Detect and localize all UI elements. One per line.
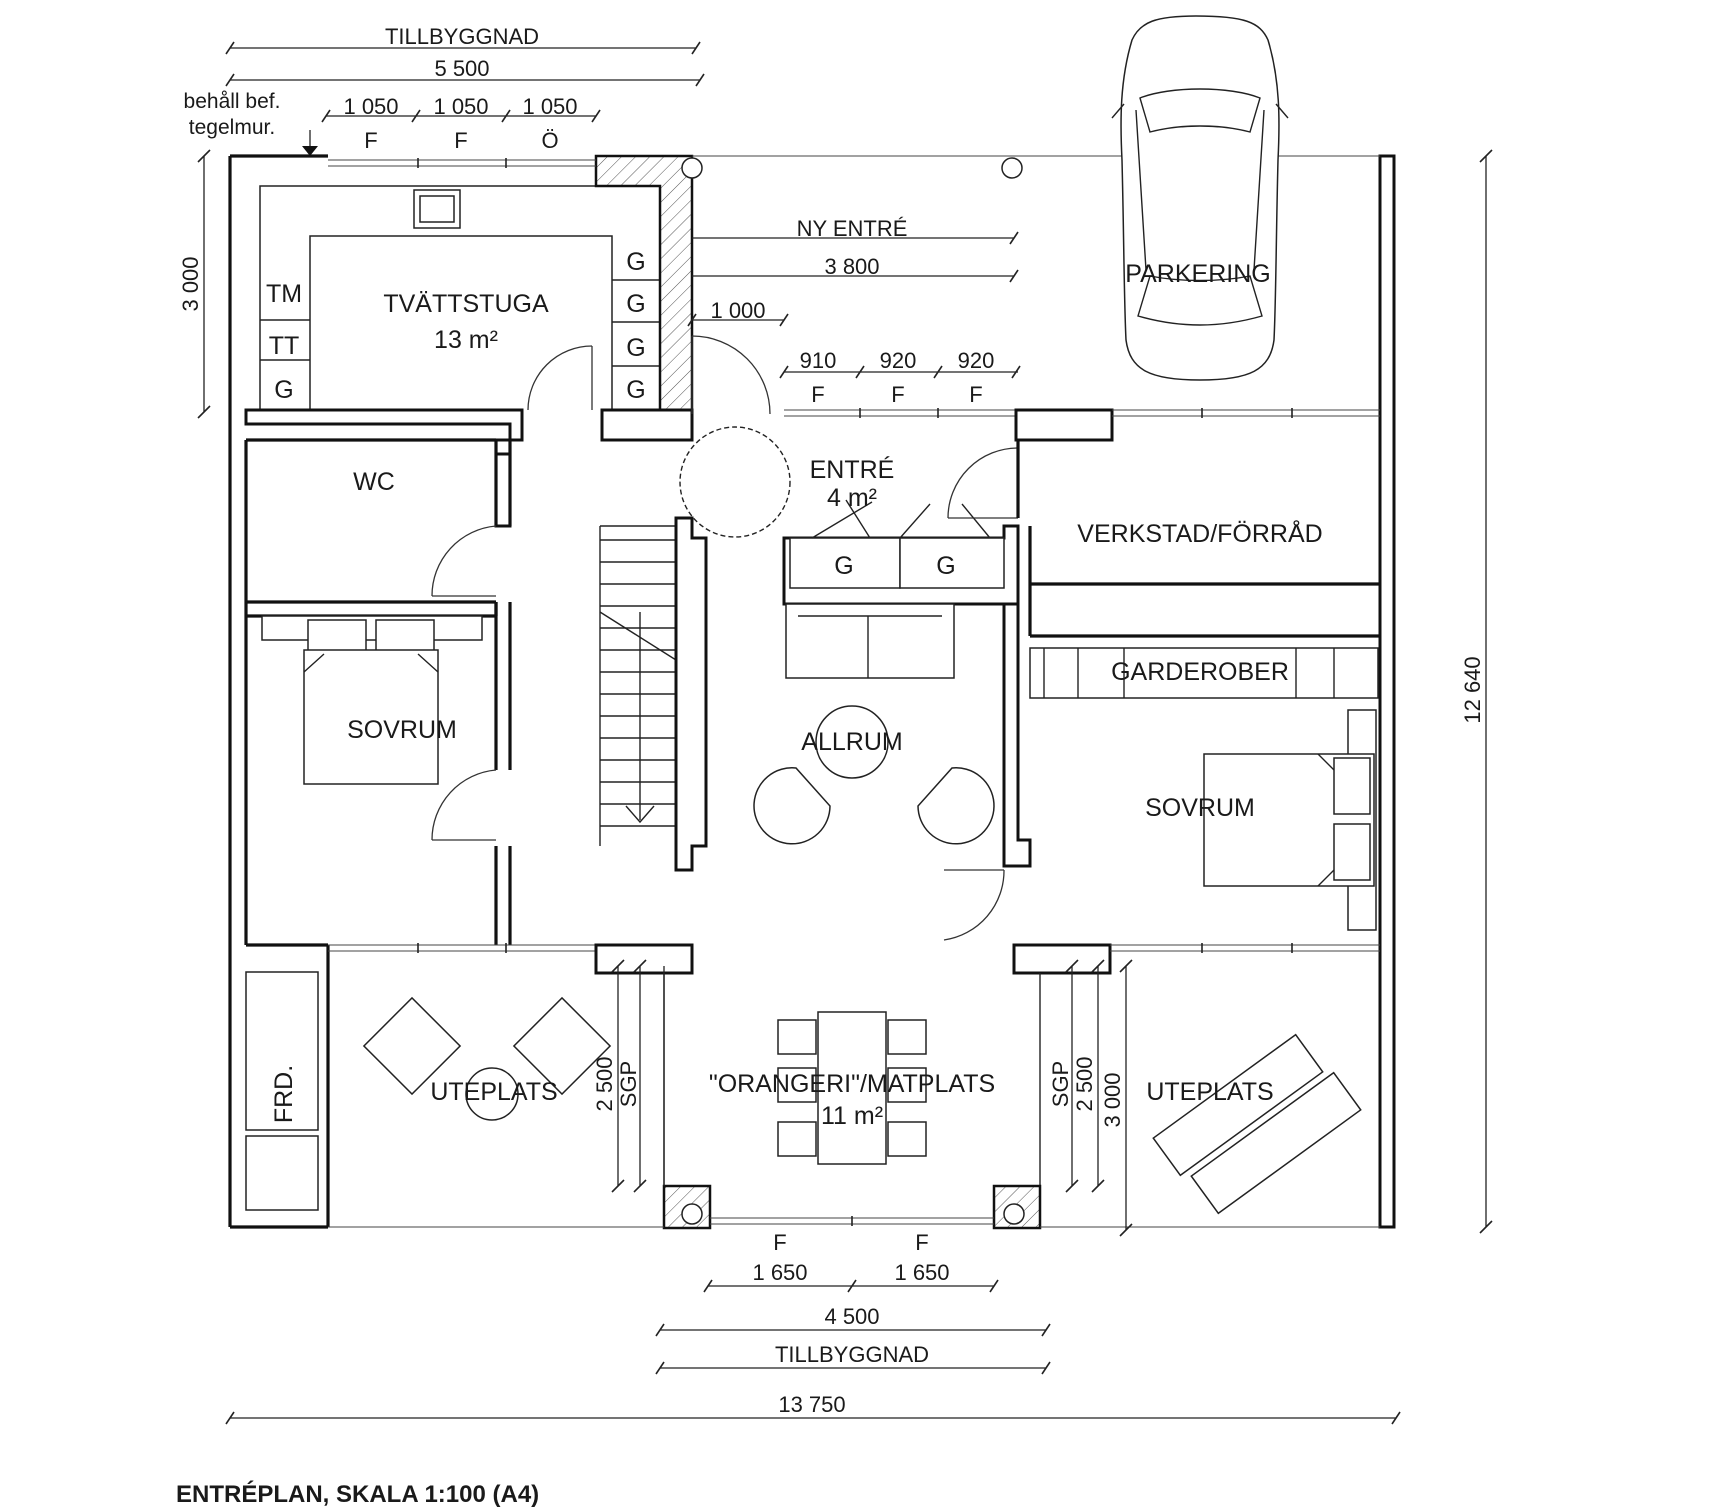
appliance-tt: TT: [269, 332, 300, 360]
dim-overall-width: 13 750: [778, 1392, 845, 1417]
dim-tillbyggnad-bottom: TILLBYGGNAD: [775, 1342, 929, 1367]
living-room: [753, 602, 1032, 941]
bedroom-right: [1203, 709, 1377, 931]
appliance-g-1: G: [626, 248, 645, 276]
appliance-g-2: G: [626, 290, 645, 318]
window-label-top2: F: [454, 128, 467, 153]
wardrobes: [1029, 647, 1379, 699]
middle-windows: [784, 408, 1380, 442]
dim-ny-entre: NY ENTRÉ: [797, 216, 908, 241]
room-label-uteplats-right: UTEPLATS: [1146, 1078, 1273, 1106]
workshop-room: [1016, 440, 1380, 638]
south-wall: [328, 943, 1380, 975]
appliance-g-3: G: [626, 334, 645, 362]
window-label-bottom1: F: [773, 1230, 786, 1255]
appliance-tm: TM: [266, 280, 302, 308]
room-area-entre: 4 m²: [827, 484, 877, 512]
window-label-top3: Ö: [541, 128, 558, 153]
window-label-mid2: F: [891, 382, 904, 407]
dim-tillbyggnad-top: TILLBYGGNAD: [385, 24, 539, 49]
dim-mid-seg3: 920: [958, 348, 995, 373]
window-label-top1: F: [364, 128, 377, 153]
dim-entre-offset: 1 000: [710, 298, 765, 323]
dim-top-total: 5 500: [434, 56, 489, 81]
room-label-wc: WC: [353, 468, 395, 496]
dim-top-seg2: 1 050: [433, 94, 488, 119]
dim-sgp-left: 2 500: [592, 1056, 617, 1111]
laundry-room: [244, 154, 694, 442]
room-area-orangeri: 11 m²: [821, 1102, 883, 1130]
label-sgp-right: SGP: [1048, 1061, 1073, 1107]
dim-mid-seg2: 920: [880, 348, 917, 373]
dim-right-3000: 3 000: [1100, 1072, 1125, 1127]
bedroom-left: [261, 602, 512, 945]
window-label-mid1: F: [811, 382, 824, 407]
dim-bottom-seg2: 1 650: [894, 1260, 949, 1285]
dim-left-vertical: 3 000: [178, 256, 203, 311]
appliance-g-left: G: [274, 376, 293, 404]
appliance-g-4: G: [626, 376, 645, 404]
labels: TILLBYGGNAD 5 500 1 050 1 050 1 050 F F …: [176, 24, 1485, 1508]
staircase: [599, 516, 708, 872]
dim-top-seg1: 1 050: [343, 94, 398, 119]
patio-right: [1040, 1033, 1380, 1228]
dim-bottom-seg1: 1 650: [752, 1260, 807, 1285]
wc-room: [246, 438, 512, 618]
dim-sgp-right: 2 500: [1072, 1056, 1097, 1111]
dim-right-vertical: 12 640: [1460, 656, 1485, 723]
room-label-tvattstuga: TVÄTTSTUGA: [383, 290, 549, 318]
orangery: [662, 973, 1042, 1230]
dim-mid-seg1: 910: [800, 348, 837, 373]
wardrobe-g-left: G: [834, 552, 853, 580]
dimension-lines: [197, 41, 1493, 1425]
note-line1: behåll bef.: [184, 90, 281, 113]
room-label-parkering: PARKERING: [1125, 260, 1270, 288]
window-label-mid3: F: [969, 382, 982, 407]
room-label-garderober: GARDEROBER: [1111, 658, 1289, 686]
dim-bottom-total: 4 500: [824, 1304, 879, 1329]
room-label-uteplats-left: UTEPLATS: [430, 1078, 557, 1106]
window-label-bottom2: F: [915, 1230, 928, 1255]
plan-title: ENTRÉPLAN, SKALA 1:100 (A4): [176, 1480, 539, 1508]
car-icon: [1111, 15, 1289, 381]
room-label-sovrum-right: SOVRUM: [1145, 794, 1255, 822]
patio-left: [245, 971, 664, 1228]
dim-top-seg3: 1 050: [522, 94, 577, 119]
label-sgp-left: SGP: [616, 1061, 641, 1107]
room-label-verkstad: VERKSTAD/FÖRRÅD: [1077, 518, 1322, 548]
room-area-tvattstuga: 13 m²: [434, 326, 498, 354]
room-label-entre: ENTRÉ: [810, 455, 895, 484]
dim-ny-entre-length: 3 800: [824, 254, 879, 279]
room-label-orangeri: "ORANGERI"/MATPLATS: [709, 1070, 995, 1098]
note-line2: tegelmur.: [189, 116, 275, 139]
room-label-frd: FRD.: [270, 1065, 298, 1123]
room-label-sovrum-left: SOVRUM: [347, 716, 457, 744]
wardrobe-g-right: G: [936, 552, 955, 580]
outer-walls: [228, 154, 1396, 1229]
room-label-allrum: ALLRUM: [801, 728, 902, 756]
entrance-hall: [679, 335, 1020, 606]
